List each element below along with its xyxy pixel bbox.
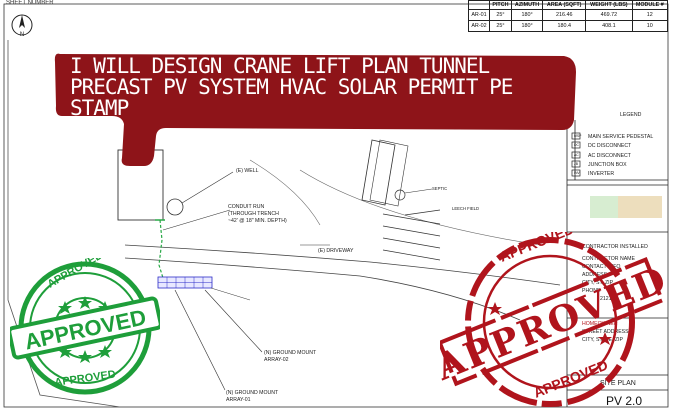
banner-line-3: STAMP: [70, 96, 129, 120]
table-header-pitch: PITCH: [488, 0, 512, 10]
legend-item-label: INVERTER: [588, 171, 615, 177]
conduit-label-line2: (THROUGH TRENCH: [228, 211, 279, 217]
leach-field-label: LEECH FIELD: [452, 206, 479, 211]
banner-title: I WILL DESIGN CRANE LIFT PLAN TUNNEL PRE…: [70, 56, 570, 119]
conduit-label-line3: ~42' @ 18" MIN. DEPTH): [228, 218, 287, 224]
contractor-line: CONTRACTOR NAME: [582, 256, 635, 262]
sheet-tag: SHEET NUMBER: [6, 0, 54, 6]
red-stamp-ring-bottom: APPROVED: [531, 357, 610, 401]
table-cell: 469.72: [585, 9, 633, 21]
septic-label: SEPTIC: [432, 186, 448, 191]
banner-line-1: I WILL DESIGN CRANE LIFT PLAN TUNNEL: [70, 54, 490, 78]
contractor-line: CONTACT INFO: [582, 264, 621, 270]
module-table: PITCH AZIMUTH AREA (SQFT) WEIGHT (LBS) M…: [468, 0, 669, 32]
table-header-module: MODULE #: [631, 0, 669, 10]
conduit-label-line1: CONDUIT RUN: [228, 204, 265, 210]
ground-mount-1-line2: ARRAY-01: [226, 397, 251, 403]
table-cell: 180.4: [542, 20, 587, 32]
table-header-blank: [468, 0, 490, 10]
ground-mount-2-line2: ARRAY-02: [264, 357, 289, 363]
ground-mount-2-line1: (N) GROUND MOUNT: [264, 350, 317, 356]
ground-mount-1-line1: (N) GROUND MOUNT: [226, 390, 279, 396]
driveway-label: (E) DRIVEWAY: [318, 248, 354, 254]
legend-abbr: INV: [574, 171, 580, 175]
legend-item-label: JUNCTION BOX: [588, 162, 627, 168]
table-cell: 180°: [510, 20, 544, 32]
table-cell: AR-02: [468, 20, 490, 32]
phone-tail: 2121: [600, 296, 612, 302]
table-cell: 180°: [510, 9, 544, 21]
table-cell: 25°: [488, 9, 512, 21]
table-header-area: AREA (SQFT): [542, 0, 587, 10]
red-approved-stamp: APPROVED APPROVED APPROVED: [440, 232, 666, 407]
green-approved-stamp: APPROVED APPROVED APPROVED: [10, 258, 160, 395]
legend-title: LEGEND: [620, 112, 642, 118]
banner-line-2: PRECAST PV SYSTEM HVAC SOLAR PERMIT PE: [70, 75, 513, 99]
table-header-weight: WEIGHT (LBS): [585, 0, 633, 10]
table-cell: 10: [631, 20, 669, 32]
contractor-line: PHONE: [582, 288, 601, 294]
table-header-azimuth: AZIMUTH: [510, 0, 544, 10]
legend-abbr: MSP: [574, 134, 582, 138]
table-cell: 408.1: [585, 20, 633, 32]
table-cell: 216.46: [542, 9, 587, 21]
well-label: (E) WELL: [236, 168, 259, 174]
contractor-label: CONTRACTOR INSTALLED: [582, 244, 648, 250]
legend-item-label: AC DISCONNECT: [588, 153, 631, 159]
legend-abbr: JB: [574, 162, 578, 166]
table-row: AR-01 25° 180° 216.46 469.72 12: [468, 9, 669, 21]
legend-item-label: DC DISCONNECT: [588, 143, 632, 149]
red-stamp-ring-top: APPROVED: [497, 232, 576, 265]
contractor-line: CITY, ST, ZIP: [582, 280, 614, 286]
table-cell: 25°: [488, 20, 512, 32]
compass-letter: N: [20, 32, 24, 38]
legend-abbr: DC: [574, 143, 579, 147]
table-row: AR-02 25° 180° 180.4 408.1 10: [468, 20, 669, 32]
table-cell: 12: [631, 9, 669, 21]
sheet-number: PV 2.0: [606, 394, 643, 408]
legend-abbr: AC: [574, 153, 579, 157]
sheet-title: SITE PLAN: [600, 380, 636, 387]
banner-background: [54, 53, 577, 166]
north-compass-icon: N: [10, 12, 34, 38]
homeowner-line: STREET ADDRESS: [582, 329, 629, 335]
legend-item-label: MAIN SERVICE PEDESTAL: [588, 134, 654, 140]
table-cell: AR-01: [468, 9, 490, 21]
